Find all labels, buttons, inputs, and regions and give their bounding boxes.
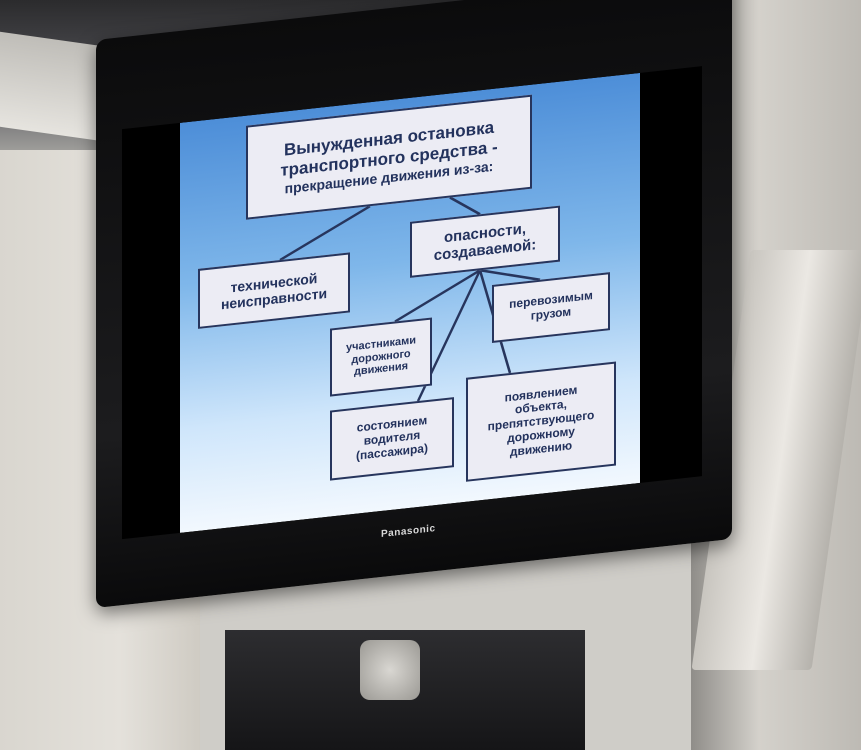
connector-title-technical <box>279 205 371 262</box>
connector-danger-cargo <box>479 269 541 282</box>
tv-mount <box>360 640 420 700</box>
connector-title-danger <box>449 196 481 216</box>
danger-driver-box: состоянием водителя (пассажира) <box>330 397 454 481</box>
danger-object-box: появлением объекта, препятствующего доро… <box>466 361 616 482</box>
tv-brand-logo: Panasonic <box>381 523 436 541</box>
connector-danger-participants <box>394 269 481 323</box>
television: Вынужденная остановка транспортного сред… <box>96 0 732 609</box>
tv-screen: Вынужденная остановка транспортного сред… <box>122 66 702 540</box>
danger-participants-box: участниками дорожного движения <box>330 317 432 397</box>
presentation-slide: Вынужденная остановка транспортного сред… <box>180 72 640 533</box>
